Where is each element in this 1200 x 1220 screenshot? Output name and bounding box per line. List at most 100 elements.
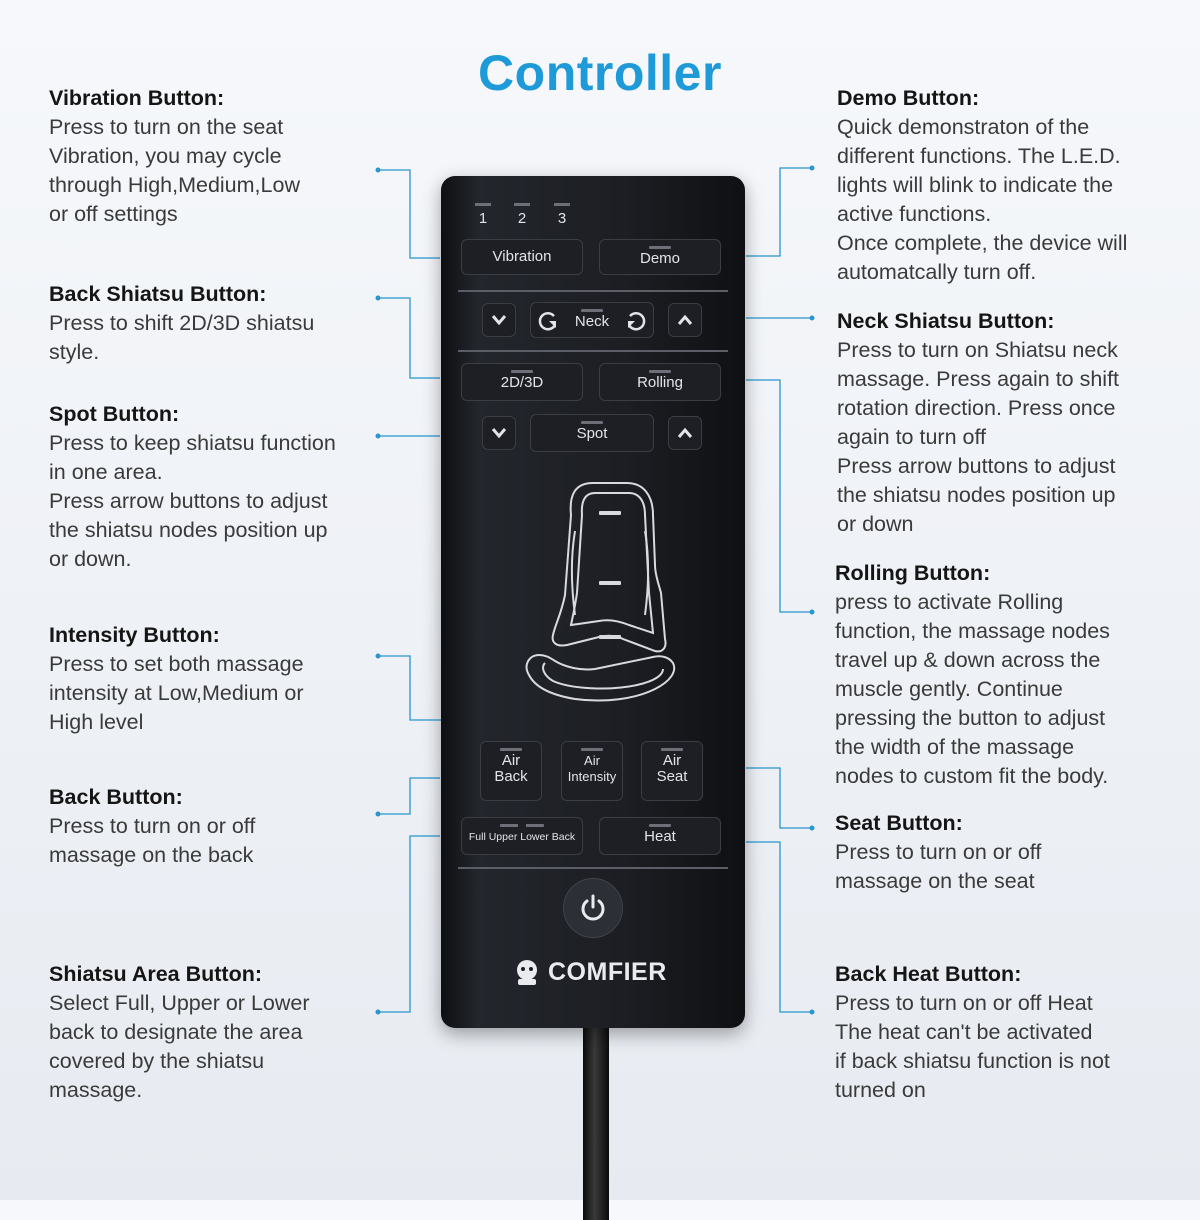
callout-head: Rolling Button:: [835, 561, 991, 585]
callout-line: Quick demonstraton of the: [837, 115, 1090, 139]
callout-line: massage on the back: [49, 843, 254, 867]
neck-up-button[interactable]: [668, 303, 702, 337]
callout-head: Back Shiatsu Button:: [49, 282, 267, 306]
callout-head: Spot Button:: [49, 402, 180, 426]
callout-back-heat: Back Heat Button: Press to turn on or of…: [835, 960, 1185, 1105]
callout-line: muscle gently. Continue: [835, 677, 1063, 701]
callout-line: Vibration, you may cycle: [49, 144, 282, 168]
air-seat-label-2: Seat: [656, 768, 688, 785]
air-intensity-label-1: Air: [584, 753, 600, 768]
callout-line: Press to turn on or off Heat: [835, 991, 1093, 1015]
vibration-button[interactable]: Vibration: [461, 239, 583, 275]
callout-line: Once complete, the device will: [837, 231, 1128, 255]
brand-name: COMFIER: [548, 957, 667, 986]
callout-line: the width of the massage: [835, 735, 1075, 759]
callout-line: turned on: [835, 1078, 926, 1102]
shiatsu-area-label: Full Upper Lower Back: [468, 831, 576, 843]
callout-seat: Seat Button: Press to turn on or off mas…: [835, 809, 1185, 896]
vibration-level-2: 2: [512, 203, 532, 227]
callout-line: Press to keep shiatsu function: [49, 431, 336, 455]
air-seat-label-1: Air: [662, 752, 682, 769]
spot-button[interactable]: Spot: [530, 414, 654, 452]
callout-line: function, the massage nodes: [835, 619, 1110, 643]
neck-button[interactable]: Neck: [530, 302, 654, 338]
callout-head: Demo Button:: [837, 86, 980, 110]
callout-head: Neck Shiatsu Button:: [837, 309, 1055, 333]
callout-line: back to designate the area: [49, 1020, 303, 1044]
brand-logo: COMFIER: [512, 955, 682, 989]
rolling-button[interactable]: Rolling: [599, 363, 721, 401]
level-number: 2: [517, 210, 527, 227]
divider: [458, 350, 728, 352]
callout-line: Press to turn on or off: [835, 840, 1042, 864]
leader-back: [378, 777, 440, 815]
callout-vibration: Vibration Button: Press to turn on the s…: [49, 84, 379, 229]
chevron-up-icon: [677, 427, 693, 438]
leader-heat: [746, 841, 812, 1013]
callout-line: again to turn off: [837, 425, 987, 449]
callout-line: The heat can't be activated: [835, 1020, 1093, 1044]
shiatsu-area-button[interactable]: Full Upper Lower Back: [461, 817, 583, 855]
callout-head: Intensity Button:: [49, 623, 220, 647]
leader-area: [378, 835, 440, 1013]
spot-label: Spot: [576, 425, 608, 442]
rotate-left-icon: [538, 311, 557, 331]
callout-spot: Spot Button: Press to keep shiatsu funct…: [49, 400, 379, 574]
callout-line: different functions. The L.E.D.: [837, 144, 1121, 168]
callout-line: covered by the shiatsu: [49, 1049, 265, 1073]
leader-rolling: [746, 379, 812, 613]
callout-line: if back shiatsu function is not: [835, 1049, 1110, 1073]
callout-line: lights will blink to indicate the: [837, 173, 1114, 197]
spot-down-button[interactable]: [482, 416, 516, 450]
callout-line: intensity at Low,Medium or: [49, 681, 304, 705]
callout-head: Vibration Button:: [49, 86, 225, 110]
callout-line: High level: [49, 710, 144, 734]
callout-line: massage on the seat: [835, 869, 1035, 893]
callout-line: Press to turn on Shiatsu neck: [837, 338, 1118, 362]
massage-chair-icon: [525, 482, 676, 702]
callout-line: massage. Press again to shift: [837, 367, 1120, 391]
rotate-right-icon: [627, 311, 646, 331]
power-button[interactable]: [563, 878, 623, 938]
callout-line: or down.: [49, 547, 132, 571]
air-back-label-1: Air: [501, 752, 521, 769]
callout-back: Back Button: Press to turn on or off mas…: [49, 783, 379, 870]
callout-line: travel up & down across the: [835, 648, 1101, 672]
callout-demo: Demo Button: Quick demonstraton of the d…: [837, 84, 1187, 287]
spot-up-button[interactable]: [668, 416, 702, 450]
controller-cable: [583, 1020, 609, 1220]
vibration-label: Vibration: [492, 248, 552, 265]
callout-line: Press to turn on the seat: [49, 115, 284, 139]
neck-label: Neck: [574, 313, 610, 330]
leader-back-shiatsu: [378, 297, 440, 379]
callout-line: nodes to custom fit the body.: [835, 764, 1109, 788]
air-intensity-button[interactable]: Air Intensity: [561, 741, 623, 801]
callout-line: pressing the button to adjust: [835, 706, 1106, 730]
callout-line: rotation direction. Press once: [837, 396, 1116, 420]
leader-seat: [746, 767, 812, 829]
demo-button[interactable]: Demo: [599, 239, 721, 275]
level-number: 3: [557, 210, 567, 227]
chevron-down-icon: [491, 428, 507, 439]
air-seat-button[interactable]: Air Seat: [641, 741, 703, 801]
neck-down-button[interactable]: [482, 303, 516, 337]
callout-line: or down: [837, 512, 914, 536]
callout-line: automatcally turn off.: [837, 260, 1037, 284]
callout-line: Press arrow buttons to adjust: [837, 454, 1116, 478]
power-icon: [581, 894, 605, 921]
callout-line: in one area.: [49, 460, 163, 484]
callout-neck-shiatsu: Neck Shiatsu Button: Press to turn on Sh…: [837, 307, 1187, 539]
callout-line: active functions.: [837, 202, 992, 226]
callout-line: Press to shift 2D/3D shiatsu: [49, 311, 315, 335]
leader-vibration: [378, 169, 440, 259]
2d3d-button[interactable]: 2D/3D: [461, 363, 583, 401]
air-back-button[interactable]: Air Back: [480, 741, 542, 801]
heat-button[interactable]: Heat: [599, 817, 721, 855]
callout-line: or off settings: [49, 202, 178, 226]
callout-back-shiatsu: Back Shiatsu Button: Press to shift 2D/3…: [49, 280, 379, 367]
divider: [458, 290, 728, 292]
demo-label: Demo: [639, 250, 680, 267]
callout-head: Back Heat Button:: [835, 962, 1022, 986]
air-back-label-2: Back: [494, 768, 528, 785]
